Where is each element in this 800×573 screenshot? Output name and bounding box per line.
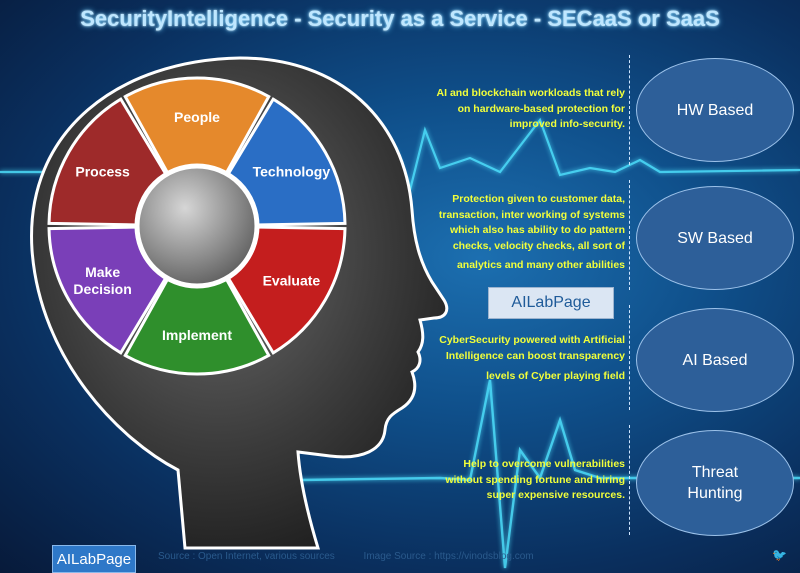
desc-line: analytics and many other abilities [456, 259, 625, 271]
desc-line: levels of Cyber playing field [486, 370, 625, 382]
desc-line: Intelligence can boost transparency [445, 349, 625, 362]
divider-sw [629, 180, 630, 290]
desc-line: AI and blockchain workloads that rely [436, 87, 625, 99]
desc-line: CyberSecurity powered with Artificial [439, 334, 625, 346]
footer-credits: Source : Open Internet, various sources … [158, 548, 800, 562]
twitter-icon[interactable]: 🐦 [772, 548, 788, 562]
security-wheel [47, 76, 347, 376]
oval-hw-based: HW Based [636, 58, 794, 162]
oval-label: AI Based [682, 351, 748, 369]
oval-label: Hunting [687, 485, 743, 502]
desc-hw-based: AI and blockchain workloads that rely on… [405, 86, 625, 133]
divider-ai [629, 305, 630, 410]
oval-label: SW Based [677, 229, 753, 247]
desc-line: which also has ability to do pattern [449, 224, 625, 236]
wheel-petal-label: Implement [162, 327, 232, 343]
desc-line: checks, velocity checks, all sort of [452, 239, 625, 252]
oval-threat-hunting: Threat Hunting [636, 430, 794, 536]
ailabpage-badge: AILabPage [488, 287, 614, 319]
oval-ai-based: AI Based [636, 308, 794, 412]
desc-line: without spending fortune and hiring [445, 473, 625, 486]
page-title: SecurityIntelligence - Security as a Ser… [80, 6, 720, 31]
wheel-petal-label: Evaluate [263, 273, 321, 289]
desc-line: on hardware-based protection for [457, 102, 625, 115]
oval-label: HW Based [676, 101, 754, 119]
desc-line: improved info-security. [509, 118, 625, 130]
pulse-line-lower [299, 379, 800, 569]
oval-label: Threat [691, 464, 739, 481]
desc-threat-hunting: Help to overcome vulnerabilities without… [405, 457, 625, 504]
wheel-petal-label: Technology [253, 164, 331, 180]
divider-threat [629, 425, 630, 535]
oval-sw-based: SW Based [636, 186, 794, 290]
wheel-petal-label: People [174, 109, 220, 125]
desc-ai-based: CyberSecurity powered with Artificial In… [405, 333, 625, 385]
wheel-petal-label: Process [75, 164, 130, 180]
desc-line: transaction, inter working of systems [438, 208, 625, 221]
desc-line: Help to overcome vulnerabilities [463, 458, 625, 470]
footer-source: Source : Open Internet, various sources [158, 551, 335, 562]
wheel-hub [134, 163, 260, 289]
footer-ailabpage-badge: AILabPage [52, 545, 136, 573]
divider-hw [629, 55, 630, 165]
desc-line: Protection given to customer data, [452, 193, 625, 205]
desc-line: super expensive resources. [486, 489, 625, 501]
footer-image-source[interactable]: Image Source : https://vinodsblog.com [363, 551, 534, 562]
desc-sw-based: Protection given to customer data, trans… [405, 192, 625, 274]
